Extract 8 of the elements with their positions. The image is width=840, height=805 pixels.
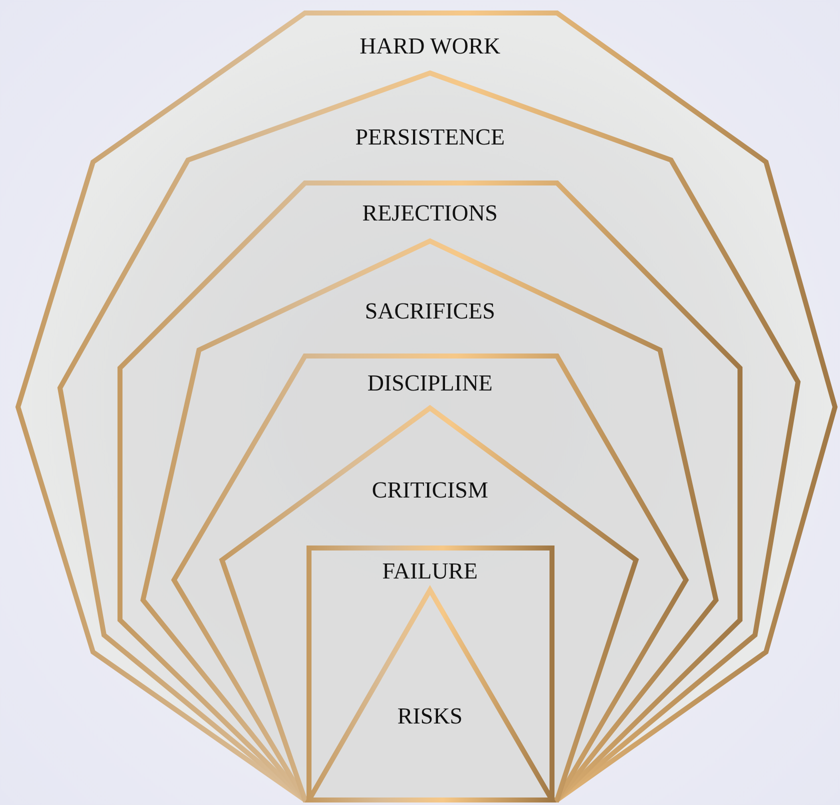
layer-label: SACRIFICES — [364, 300, 496, 322]
layer-label: DISCIPLINE — [367, 372, 493, 394]
layer-label: FAILURE — [382, 560, 478, 582]
layer-label: REJECTIONS — [362, 202, 498, 224]
layer-label: CRITICISM — [372, 478, 488, 502]
layer-label: RISKS — [397, 704, 463, 728]
layer-label: PERSISTENCE — [355, 126, 505, 148]
layer-label: HARD WORK — [360, 34, 500, 58]
